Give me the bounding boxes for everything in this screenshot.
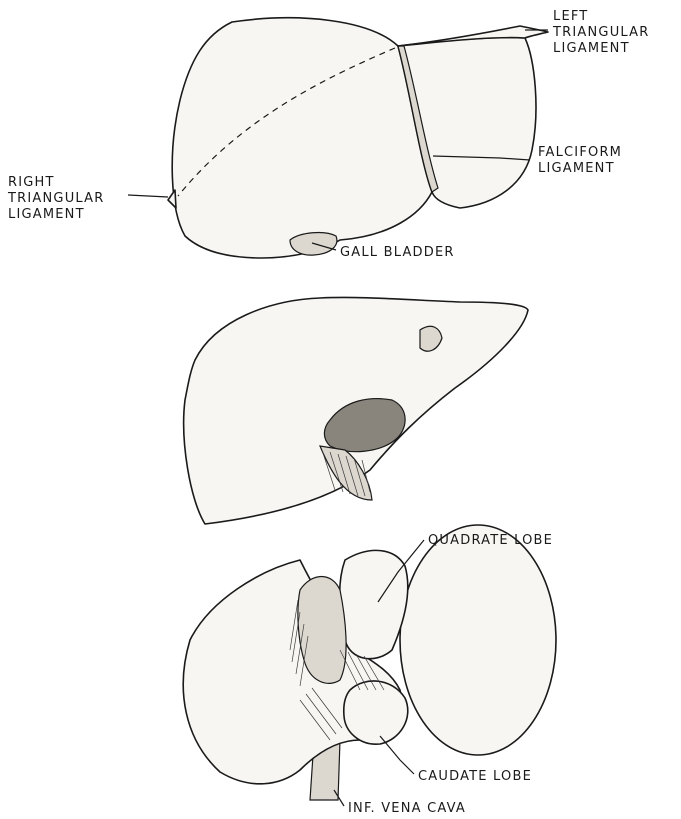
visceral-quadrate-lobe [340,550,408,658]
label-quadrate-lobe: QUADRATE LOBE [428,533,553,548]
label-left-triangular-line2: TRIANGULAR [552,25,649,40]
label-right-triangular-line2: TRIANGULAR [7,191,104,206]
label-gall-bladder: GALL BLADDER [340,245,455,260]
label-falciform-line2: LIGAMENT [538,161,615,176]
label-right-triangular-line1: RIGHT [8,175,55,190]
label-left-triangular-line3: LIGAMENT [553,41,630,56]
liver-anterior-view [168,18,548,258]
right-lobe-anterior [172,18,432,258]
liver-visceral-view [183,525,556,800]
leader-caudate [380,736,414,774]
leader-right-triangular [128,195,168,197]
label-caudate-lobe: CAUDATE LOBE [418,769,532,784]
liver-middle-view [184,297,528,524]
visceral-left-lobe [400,525,556,755]
right-triangular-ligament-nub [168,190,176,208]
visceral-caudate-lobe [344,681,408,744]
label-falciform-line1: FALCIFORM [538,145,622,160]
label-left-triangular-line1: LEFT [553,9,588,24]
label-inf-vena-cava: INF. VENA CAVA [348,801,466,816]
label-right-triangular-line3: LIGAMENT [8,207,85,222]
